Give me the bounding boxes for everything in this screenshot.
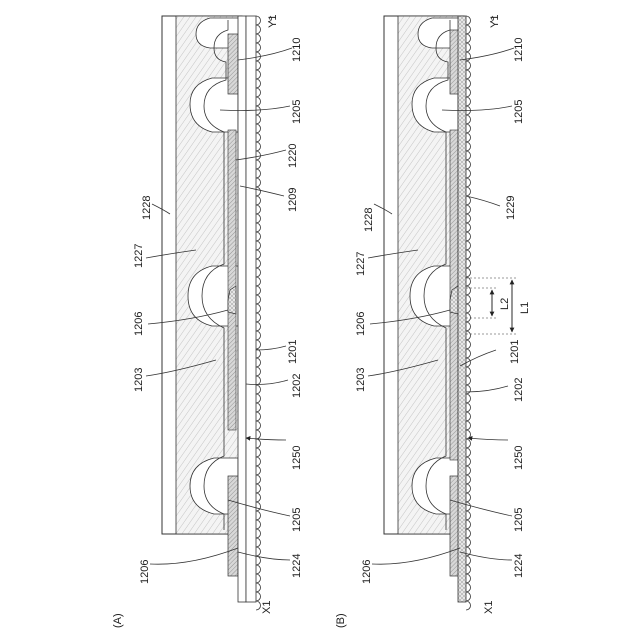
label-1205-upper: 1205 [291,100,303,124]
plate-1201 [246,16,256,602]
panel-label-a: (A) [112,613,124,628]
label-1205-upper-b: 1205 [513,100,525,124]
label-1205-lower: 1205 [291,508,303,532]
pad-1224 [228,476,238,576]
label-1250-b: 1250 [513,446,525,470]
label-1250: 1250 [291,446,303,470]
panel-label-b: (B) [335,613,347,628]
lens-array-b [466,16,471,610]
label-1229-b: 1229 [505,196,517,220]
label-1220: 1220 [287,144,299,168]
label-1206-lower-b: 1206 [361,560,373,584]
label-1201: 1201 [287,340,299,364]
label-1209: 1209 [287,188,299,212]
label-1203-b: 1203 [355,368,367,392]
label-1201-b: 1201 [509,340,521,364]
panel-b: (B) [335,15,531,628]
label-L1-b: L1 [519,302,531,314]
label-1210: 1210 [291,38,303,62]
label-1228-b: 1228 [363,208,375,232]
label-1206-lower: 1206 [139,560,151,584]
label-1224: 1224 [291,554,303,578]
label-1228: 1228 [141,196,153,220]
label-1224-b: 1224 [513,554,525,578]
label-1203: 1203 [133,368,145,392]
label-1227-b: 1227 [355,252,367,276]
label-1206-mid-b: 1206 [355,312,367,336]
lens-array-a [256,16,261,610]
label-1210-b: 1210 [513,38,525,62]
pad-1210 [228,34,238,94]
substrate-1202-b [458,16,466,602]
label-1202-b: 1202 [513,378,525,402]
layer-1209 [228,130,236,430]
label-x1: X1 [261,601,273,614]
label-y1: Y1 [267,15,279,28]
lens-bumps [256,16,261,610]
substrate-1202 [238,16,246,602]
panel-a: (A) [112,15,303,628]
label-1206-mid: 1206 [133,312,145,336]
label-x1-b: X1 [483,601,495,614]
lens-bumps [466,16,471,610]
label-1227: 1227 [133,244,145,268]
label-L2-b: L2 [499,298,511,310]
label-1205-lower-b: 1205 [513,508,525,532]
label-y1-b: Y1 [489,15,501,28]
label-1202: 1202 [291,374,303,398]
